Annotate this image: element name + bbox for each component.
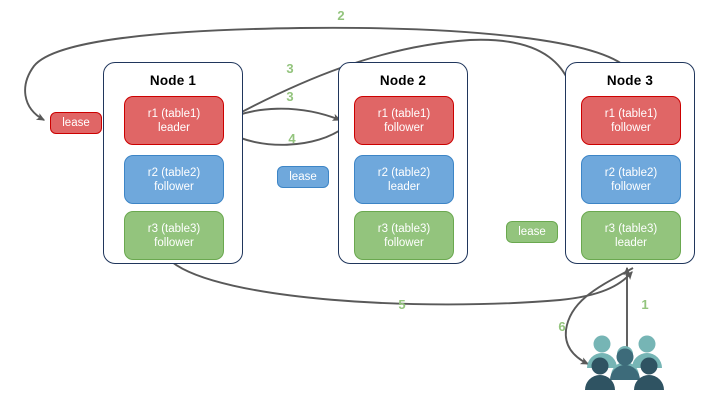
node-title: Node 3 — [606, 73, 654, 88]
replica-r3[interactable]: r3 (table3) leader — [581, 211, 681, 260]
step-label-2: 2 — [337, 8, 345, 23]
step-label-6: 6 — [558, 319, 566, 334]
lease-badge-green[interactable]: lease — [506, 221, 558, 243]
step-label-3-lower: 3 — [286, 89, 294, 104]
replica-role: leader — [158, 121, 190, 134]
replica-r2[interactable]: r2 (table2) follower — [581, 155, 681, 204]
replica-name: r1 (table1) — [377, 107, 431, 120]
node-title: Node 2 — [379, 73, 427, 88]
replica-role: follower — [384, 236, 424, 249]
replica-name: r3 (table3) — [147, 222, 201, 235]
node-title: Node 1 — [149, 73, 197, 88]
node-box-1[interactable]: Node 1 r1 (table1) leader r2 (table2) fo… — [103, 62, 243, 264]
replica-name: r3 (table3) — [604, 222, 658, 235]
replica-name: r1 (table1) — [604, 107, 658, 120]
step-label-1: 1 — [641, 297, 649, 312]
replica-role: follower — [384, 121, 424, 134]
replica-role: follower — [154, 180, 194, 193]
lease-badge-blue[interactable]: lease — [277, 166, 329, 188]
replica-role: leader — [615, 236, 647, 249]
replica-role: leader — [388, 180, 420, 193]
replica-name: r1 (table1) — [147, 107, 201, 120]
replica-name: r2 (table2) — [377, 166, 431, 179]
node-box-2[interactable]: Node 2 r1 (table1) follower r2 (table2) … — [338, 62, 468, 264]
replica-r1[interactable]: r1 (table1) follower — [581, 96, 681, 145]
replica-r1[interactable]: r1 (table1) follower — [354, 96, 454, 145]
replica-r2[interactable]: r2 (table2) follower — [124, 155, 224, 204]
step-label-4: 4 — [288, 131, 296, 146]
replica-r3[interactable]: r3 (table3) follower — [124, 211, 224, 260]
replica-r2[interactable]: r2 (table2) leader — [354, 155, 454, 204]
replica-r3[interactable]: r3 (table3) follower — [354, 211, 454, 260]
replica-role: follower — [611, 121, 651, 134]
people-group-icon — [585, 335, 664, 390]
lease-badge-red[interactable]: lease — [50, 112, 102, 134]
replica-name: r2 (table2) — [147, 166, 201, 179]
node-box-3[interactable]: Node 3 r1 (table1) follower r2 (table2) … — [565, 62, 695, 264]
replica-role: follower — [611, 180, 651, 193]
replica-role: follower — [154, 236, 194, 249]
step-label-3-upper: 3 — [286, 61, 294, 76]
replica-name: r3 (table3) — [377, 222, 431, 235]
replica-r1[interactable]: r1 (table1) leader — [124, 96, 224, 145]
step-label-5: 5 — [398, 297, 406, 312]
replica-name: r2 (table2) — [604, 166, 658, 179]
